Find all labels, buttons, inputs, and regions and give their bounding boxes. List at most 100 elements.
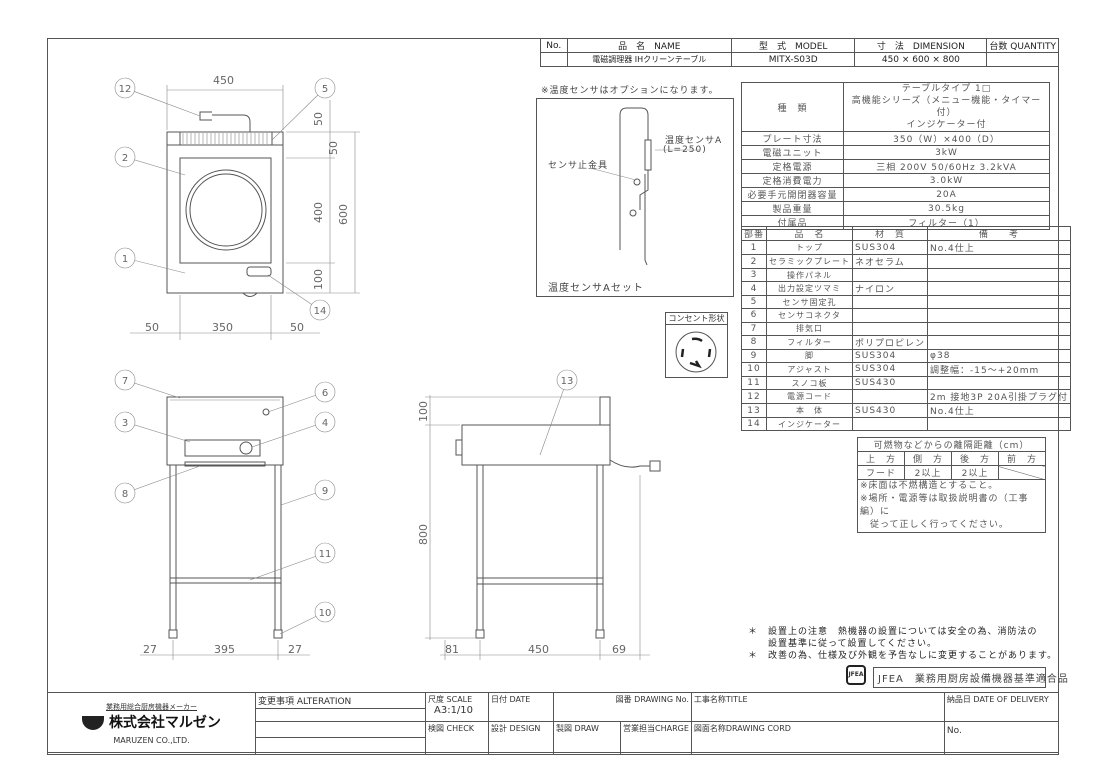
dim-width: 450 [213,74,234,87]
part-no: 9 [740,348,768,363]
callout-4: 4 [251,411,336,448]
dim: 50 [290,321,304,334]
no-label: No. [943,721,1060,755]
dim: 100 [312,269,325,290]
company-logo-icon [82,716,105,730]
part-material [852,417,929,432]
callout-7: 7 [114,369,181,399]
temperature-sensor-illustration [589,107,700,266]
change-note: ＊ 改善の為、仕様及び外観を予告なしに変更することがあります。 [748,651,1058,661]
dim: 400 [312,202,325,223]
outlet-plug-icon [675,331,717,373]
sensor-set-caption: 温度センサAセット [548,283,644,294]
callout-1: 1 [114,247,186,274]
callout-3: 3 [114,411,191,443]
callout-number: 14 [314,306,327,317]
part-no: 11 [740,375,768,391]
spec-value: テーブルタイプ 1□ 高機能シリーズ（メニュー機能・タイマー付） インジケーター… [843,82,1050,132]
part-material: SUS430 [852,375,929,391]
callout-2: 2 [114,146,186,176]
callout-number: 4 [322,418,328,429]
callout-6: 6 [267,381,336,413]
dim: 50 [312,112,325,126]
outlet-shape-title: コンセント形状 [666,313,727,325]
callout-8: 8 [114,465,201,504]
value-quantity [986,52,1059,67]
callout-number: 11 [319,549,332,560]
dim: 800 [417,524,430,545]
dim: 50 [327,141,340,155]
clearance-note: ※場所・電源等は取扱説明書の（工事編）に [860,494,1029,517]
callout-number: 6 [322,388,328,399]
callout-5: 5 [271,77,336,141]
outlet-shape-box: コンセント形状 [665,312,728,378]
company-name-en: MARUZEN CO.,LTD. [113,736,190,745]
part-remarks [927,267,1072,283]
part-remarks [927,417,1072,432]
callout-13: 13 [539,369,578,456]
callout-number: 12 [119,84,132,95]
top-view: 450 600 50 50 400 100 50 350 50 [130,74,360,340]
dim: 27 [143,643,157,656]
dim-depth: 600 [337,204,350,225]
part-remarks [927,321,1072,336]
title-label: 工事名称TITLE [690,692,945,722]
callout-9: 9 [280,479,336,506]
front-view: 27 395 27 [140,396,310,660]
charge-label: 営業担当CHARGE [620,721,692,755]
part-remarks [927,375,1072,391]
part-no: 14 [740,417,768,432]
spec-row: 定格電源三相 200V 50/60Hz 3.2kVA [741,159,1050,174]
callout-14: 14 [267,274,331,321]
spec-table: 種 類テーブルタイプ 1□ 高機能シリーズ（メニュー機能・タイマー付） インジケ… [741,82,1050,230]
part-no: 4 [740,281,768,297]
drawing-cord-label: 図面名称DRAWING CORD [690,721,945,755]
callout-10: 10 [279,601,336,635]
draw-label: 製図 DRAW [553,721,621,755]
part-material [852,267,929,283]
dim: 395 [214,643,235,656]
part-name: スノコ板 [766,375,854,391]
design-label: 設計 DESIGN [488,721,554,755]
clearance-note: 従って正しく行ってください。 [860,520,1009,530]
clearance-note: ※床面は不燃構造とすること。 [860,481,999,491]
part-remarks: φ38 [927,348,1072,363]
part-material: SUS304 [852,348,929,363]
company-name: 株式会社マルゼン [108,715,221,731]
part-no: 7 [740,321,768,336]
callout-11: 11 [249,542,336,581]
callout-number: 13 [561,376,574,387]
jfea-logo: JFEA [846,665,866,685]
callout-number: 2 [122,153,128,164]
title-block: 業務用総合厨房機器メーカー 株式会社マルゼン MARUZEN CO.,LTD. … [47,692,1060,755]
callout-number: 5 [322,84,328,95]
dim: 69 [612,643,626,656]
callout-number: 8 [122,489,128,500]
dim: 350 [212,321,233,334]
scale-label: 尺度 SCALE [428,695,473,704]
value-dimension: 450 × 600 × 800 [854,52,988,67]
callout-number: 7 [122,376,128,387]
dim: 27 [288,643,302,656]
drawing-no-label: 図番 DRAWING No. [553,692,692,722]
callout-number: 3 [122,418,128,429]
sensor-bracket-label: センサ止金具 [548,161,609,171]
sensor-detail-box [536,98,734,297]
callout-number: 1 [122,254,128,265]
value-model: MITX-S03D [731,52,856,67]
dim: 100 [417,401,430,422]
